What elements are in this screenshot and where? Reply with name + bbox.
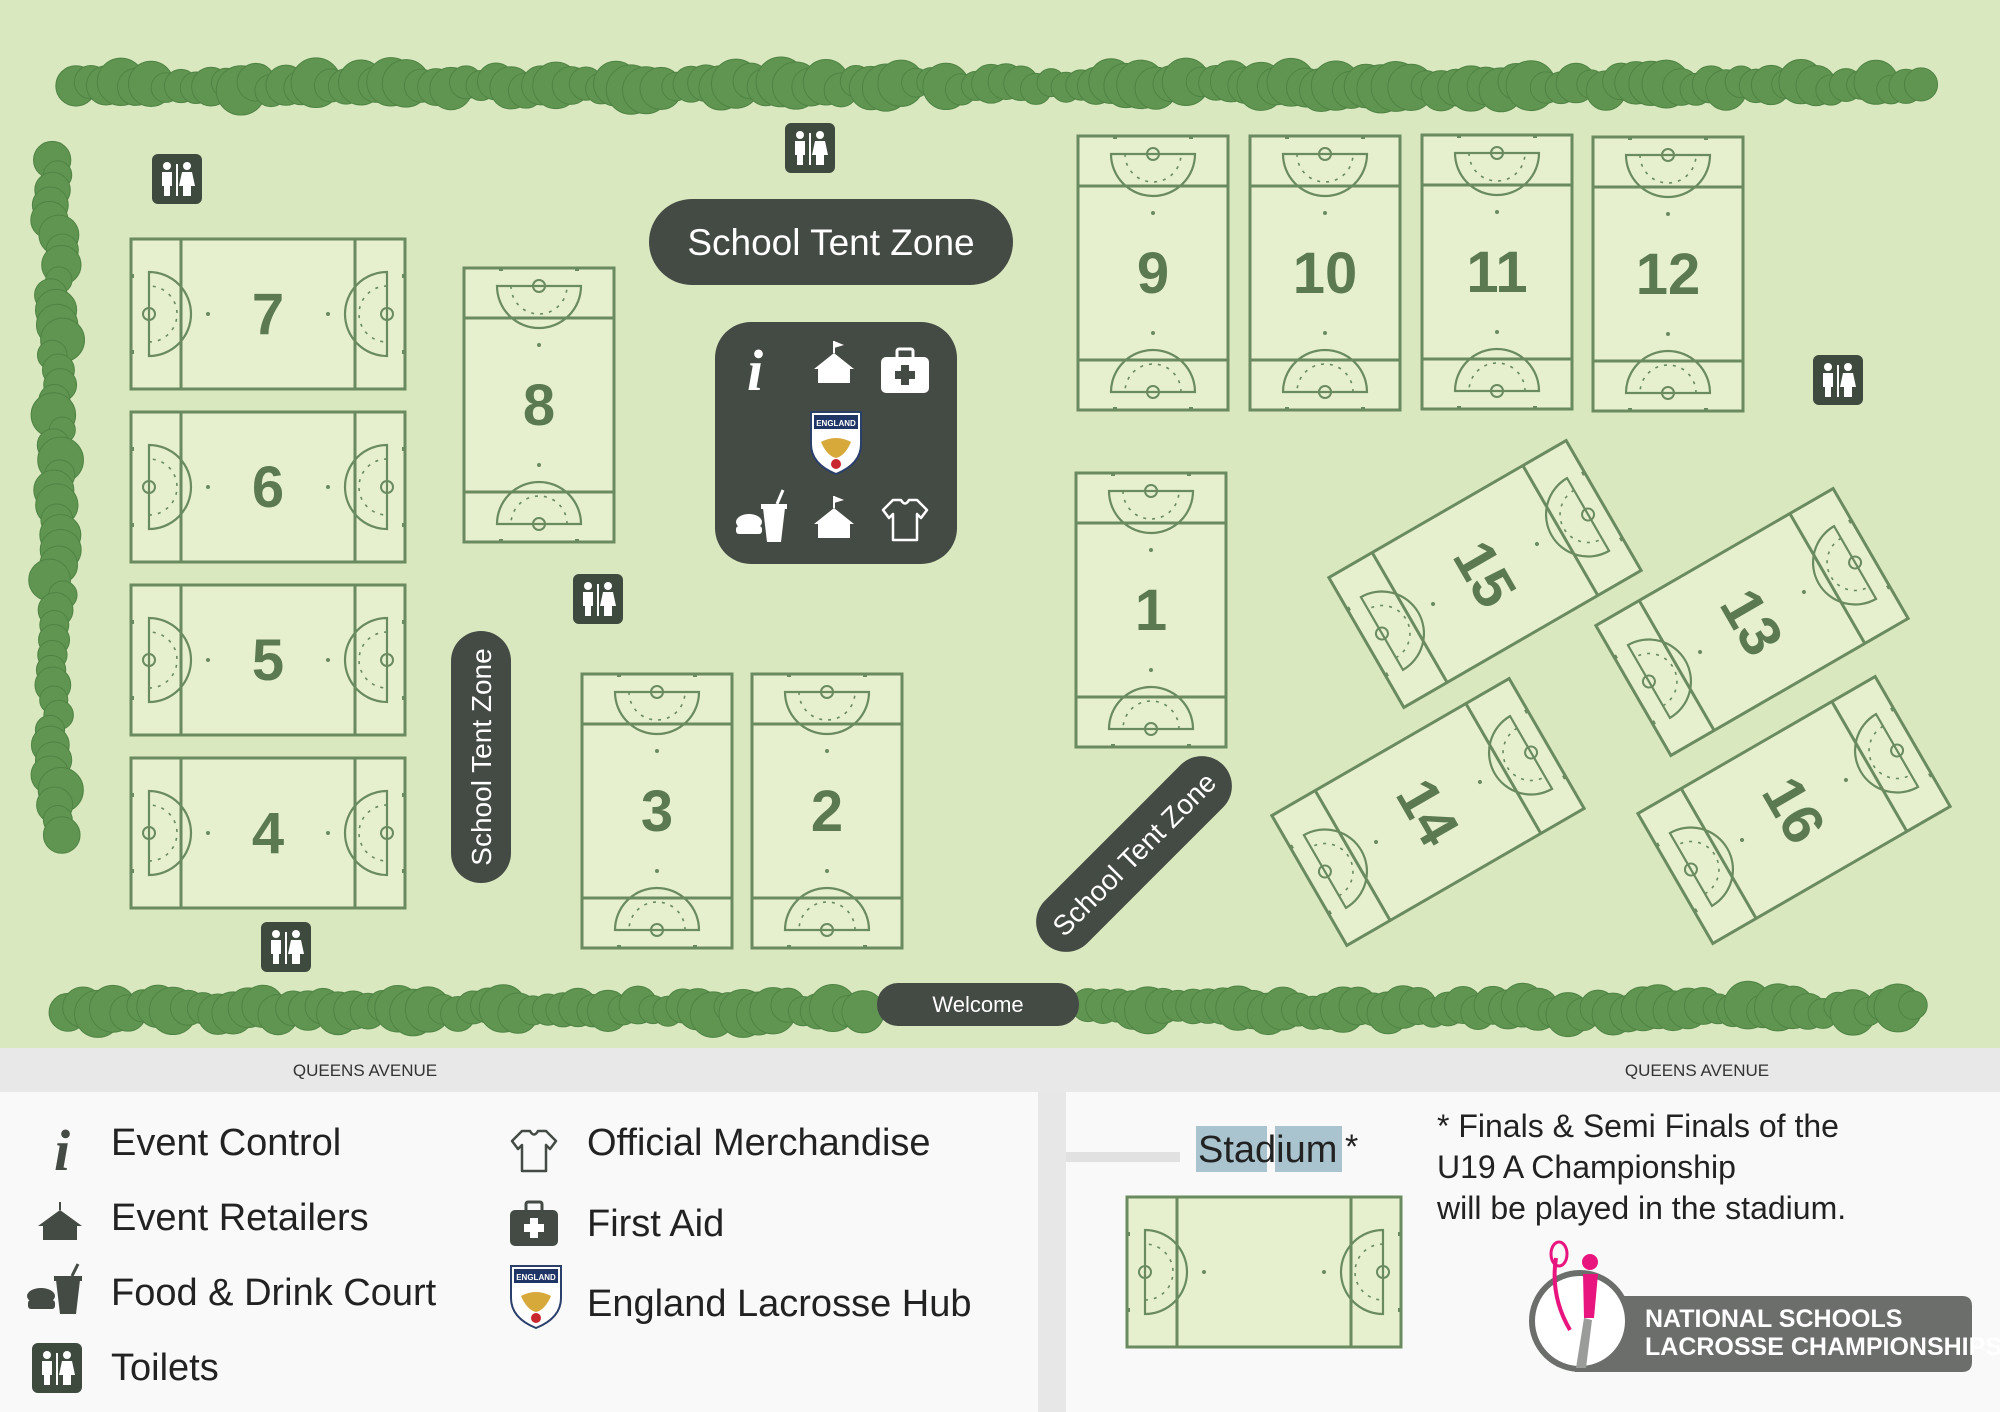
pitch-14[interactable]: 14 (1272, 679, 1584, 946)
school-tent-zone-top[interactable]: School Tent Zone (649, 199, 1013, 285)
stadium-label[interactable]: Stadium * (1196, 1126, 1358, 1172)
legend-hub-label: England Lacrosse Hub (587, 1283, 971, 1325)
stadium-pitch[interactable] (1127, 1197, 1401, 1347)
welcome-label: Welcome (932, 992, 1023, 1017)
legend-merchandise: Official Merchandise (510, 1122, 931, 1173)
toilet-marker-5[interactable] (1813, 355, 1863, 405)
stadium-note-line-2: U19 A Championship (1437, 1149, 1736, 1185)
pitch-16[interactable]: 16 (1638, 677, 1950, 944)
road-label-left: QUEENS AVENUE (293, 1061, 437, 1080)
facilities-hub[interactable]: i ENGLAND (715, 322, 957, 564)
toilet-marker-1[interactable] (152, 154, 202, 204)
stadium-note-line-1: * Finals & Semi Finals of the (1437, 1108, 1839, 1144)
legend-panel (0, 1092, 1038, 1412)
pitch-11[interactable]: 11 (1422, 135, 1572, 409)
pitch-3[interactable]: 3 (582, 674, 732, 948)
svg-text:ENGLAND: ENGLAND (516, 1273, 556, 1282)
pitch-7[interactable]: 7 (131, 239, 405, 389)
legend-first-aid-label: First Aid (587, 1203, 724, 1245)
pitch-number: 12 (1636, 242, 1701, 307)
pitch-number: 7 (252, 282, 284, 347)
legend-food-drink-label: Food & Drink Court (111, 1272, 437, 1314)
pitch-15[interactable]: 15 (1329, 441, 1641, 708)
pitch-9[interactable]: 9 (1078, 136, 1228, 410)
toilet-marker-4[interactable] (261, 922, 311, 972)
tree-border (28, 56, 1939, 1038)
legend-first-aid: First Aid (510, 1200, 724, 1246)
legend-event-retailers-label: Event Retailers (111, 1197, 369, 1239)
pitch-number: 11 (1466, 240, 1527, 305)
toilet-marker-3[interactable] (573, 574, 623, 624)
school-tent-zone-vertical[interactable]: School Tent Zone (451, 631, 511, 883)
pitch-number: 1 (1135, 578, 1167, 643)
pitch-number: 3 (641, 779, 673, 844)
pitch-number: 2 (811, 779, 843, 844)
legend-shirt-icon (510, 1129, 558, 1173)
legend-toilets-icon (32, 1343, 82, 1393)
legend-food-drink-icon (27, 1263, 82, 1314)
legend-event-control: i Event Control (54, 1118, 341, 1183)
pitch-5[interactable]: 5 (131, 585, 405, 735)
pitch-number: 8 (523, 373, 555, 438)
queens-avenue-road (0, 1048, 2000, 1092)
pitch-13[interactable]: 13 (1596, 489, 1908, 756)
pitch-2[interactable]: 2 (752, 674, 902, 948)
legend-toilets-label: Toilets (111, 1347, 219, 1389)
event-logo-banner (1575, 1296, 1972, 1372)
svg-text:ENGLAND: ENGLAND (816, 419, 856, 428)
toilet-marker-2[interactable] (785, 123, 835, 173)
pitch-4[interactable]: 4 (131, 758, 405, 908)
event-logo-line2: LACROSSE CHAMPIONSHIPS (1645, 1333, 2000, 1361)
england-lacrosse-hub-icon: ENGLAND (810, 411, 862, 475)
legend-tent-icon (38, 1202, 82, 1240)
legend-hub: ENGLAND England Lacrosse Hub (510, 1265, 971, 1329)
legend-toilets: Toilets (32, 1343, 219, 1393)
pitch-number: 9 (1137, 241, 1169, 306)
legend-event-control-label: Event Control (111, 1122, 341, 1164)
legend-first-aid-icon (510, 1200, 558, 1246)
legend-event-control-icon: i (54, 1118, 70, 1183)
lacrosse-player-icon (1549, 1240, 1598, 1368)
stadium-note-line-3: will be played in the stadium. (1436, 1190, 1846, 1226)
legend-event-retailers: Event Retailers (38, 1197, 369, 1240)
event-logo: NATIONAL SCHOOLS LACROSSE CHAMPIONSHIPS (1529, 1240, 2000, 1372)
welcome-entrance[interactable]: Welcome (877, 983, 1079, 1026)
pitch-8[interactable]: 8 (464, 268, 614, 542)
pitch-10[interactable]: 10 (1250, 136, 1400, 410)
school-tent-zone-top-label: School Tent Zone (687, 222, 974, 263)
event-control-icon: i (747, 338, 763, 403)
pitch-1[interactable]: 1 (1076, 473, 1226, 747)
school-tent-zone-vertical-label: School Tent Zone (466, 648, 497, 865)
pitch-number: 4 (252, 801, 284, 866)
road-label-right: QUEENS AVENUE (1625, 1061, 1769, 1080)
legend-divider (1038, 1092, 1066, 1412)
pitch-12[interactable]: 12 (1593, 137, 1743, 411)
legend-hub-icon: ENGLAND (510, 1265, 562, 1329)
stadium-asterisk: * (1345, 1128, 1358, 1166)
pitch-number: 5 (252, 628, 284, 693)
stadium-label-text: Stadium (1198, 1129, 1337, 1171)
pitch-number: 6 (252, 455, 284, 520)
legend-merchandise-label: Official Merchandise (587, 1122, 931, 1164)
legend-food-drink: Food & Drink Court (27, 1263, 437, 1314)
pitch-6[interactable]: 6 (131, 412, 405, 562)
event-logo-line1: NATIONAL SCHOOLS (1645, 1305, 1902, 1333)
pitch-number: 10 (1293, 241, 1358, 306)
